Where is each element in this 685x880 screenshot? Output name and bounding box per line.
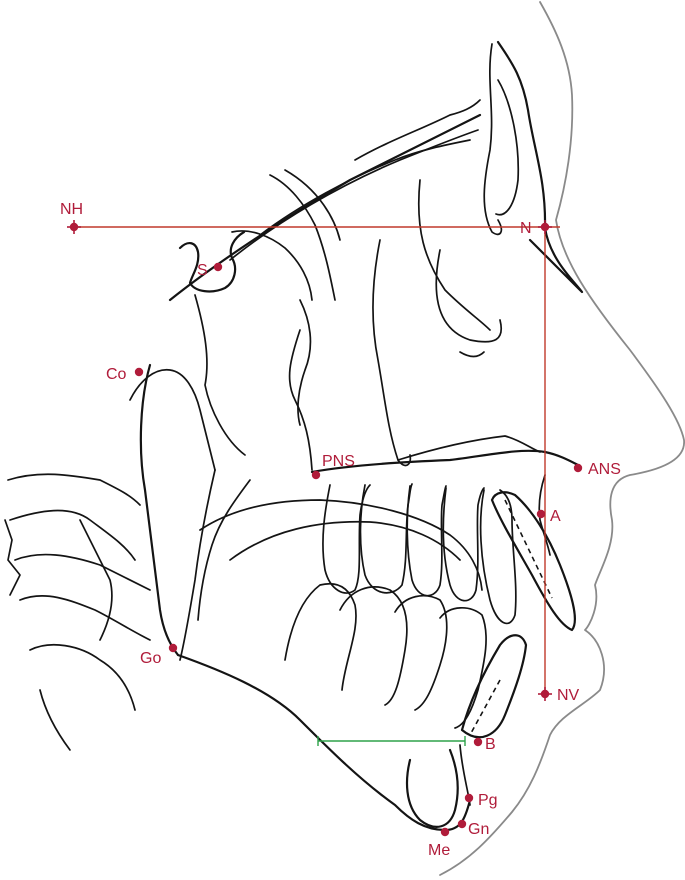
vertebra-2 [7,473,141,506]
landmark-b-point [473,737,483,747]
vertebra-4 [19,595,151,641]
landmark-co-label: Co [106,366,127,383]
vertebra-3 [14,553,151,591]
landmark-pg-point [464,793,474,803]
lower-molar-1 [284,582,357,691]
upper-incisor [490,491,576,632]
landmark-gn-label: Gn [468,821,489,838]
lower-incisor-axis [469,679,501,736]
orbit-rim [269,174,336,301]
landmark-ans-point [573,463,583,473]
occlusal-arc [229,520,461,561]
symphysis [405,748,459,828]
palatal-plane [310,449,582,474]
landmark-b-label: B [485,736,496,753]
pterygoid-plate [194,294,246,456]
mandibular-ramus [139,363,180,657]
mandible-lower-border [176,653,472,832]
orbit-rim-2 [284,169,341,241]
nasal-bone-inner [483,43,503,236]
landmark-nh-point [69,222,79,232]
cranial-line-1 [229,129,479,261]
clinoid [231,230,313,301]
landmark-n-label: N [520,220,532,237]
lower-premolar-2 [439,607,487,729]
lower-incisor [460,634,528,739]
cranial-line-2 [259,139,471,236]
landmark-gn-point [457,819,467,829]
landmark-n-point [540,222,550,232]
vertebra-outline [4,519,21,596]
ramus-curve [197,479,251,621]
mandibular-canal [199,499,483,591]
frontal-sinus [495,79,520,216]
vertebra-5 [29,643,136,711]
pterygomaxillary-fissure [288,329,313,471]
pterygoid-line [297,299,312,426]
landmark-co-point [134,367,144,377]
infraorbital-foramen [459,351,485,358]
landmark-a-point [536,509,546,519]
upper-premolar-2 [442,487,485,602]
cranial-line-3 [354,99,481,161]
lower-molar-2 [339,586,408,706]
landmark-a-label: A [550,508,561,525]
ramus-posterior-border [129,369,216,471]
landmark-pns-point [311,470,321,480]
landmark-pg-label: Pg [478,792,498,809]
landmark-ans-label: ANS [588,461,621,478]
sella-turcica [178,230,246,293]
upper-premolar-1 [406,485,447,597]
landmark-nv-point [540,689,550,699]
palate-top [397,435,541,461]
landmark-pns-label: PNS [322,453,355,470]
soft-tissue-profile [439,1,685,876]
landmark-nh-label: NH [60,201,83,218]
anterior-maxilla [538,474,551,556]
vertebra-body-2 [39,689,71,751]
landmark-go-label: Go [140,650,161,667]
maxillary-posterior [372,239,412,467]
upper-molar-2 [359,483,413,594]
landmark-s-point [213,262,223,272]
upper-incisor-axis [504,499,553,599]
lower-premolar-1 [394,594,448,711]
vertebra-1 [9,509,136,561]
vertebra-body [79,519,113,641]
landmark-go-point [168,643,178,653]
landmark-nv-label: NV [557,687,580,704]
orbit-lateral [417,179,491,331]
landmark-s-label: S [197,262,208,279]
orbit-floor [435,249,503,343]
landmark-me-label: Me [428,842,450,859]
ramus-anterior [179,469,216,661]
landmark-me-point [440,827,450,837]
